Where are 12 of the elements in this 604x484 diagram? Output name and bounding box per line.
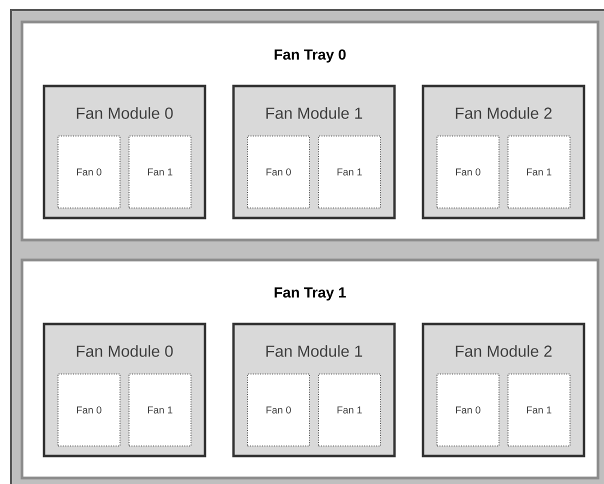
- fan-box: Fan 0: [436, 135, 500, 209]
- fan-box: Fan 0: [57, 135, 121, 209]
- fan-box: Fan 0: [436, 373, 500, 447]
- fan-box: Fan 1: [318, 373, 382, 447]
- fan-box: Fan 1: [318, 135, 382, 209]
- fan-box: Fan 1: [507, 373, 571, 447]
- fan-box: Fan 0: [246, 135, 310, 209]
- fan-box: Fan 1: [128, 135, 192, 209]
- fan-box: Fan 1: [128, 373, 192, 447]
- fan-box: Fan 0: [57, 373, 121, 447]
- fan-box: Fan 0: [246, 373, 310, 447]
- fan-box: Fan 1: [507, 135, 571, 209]
